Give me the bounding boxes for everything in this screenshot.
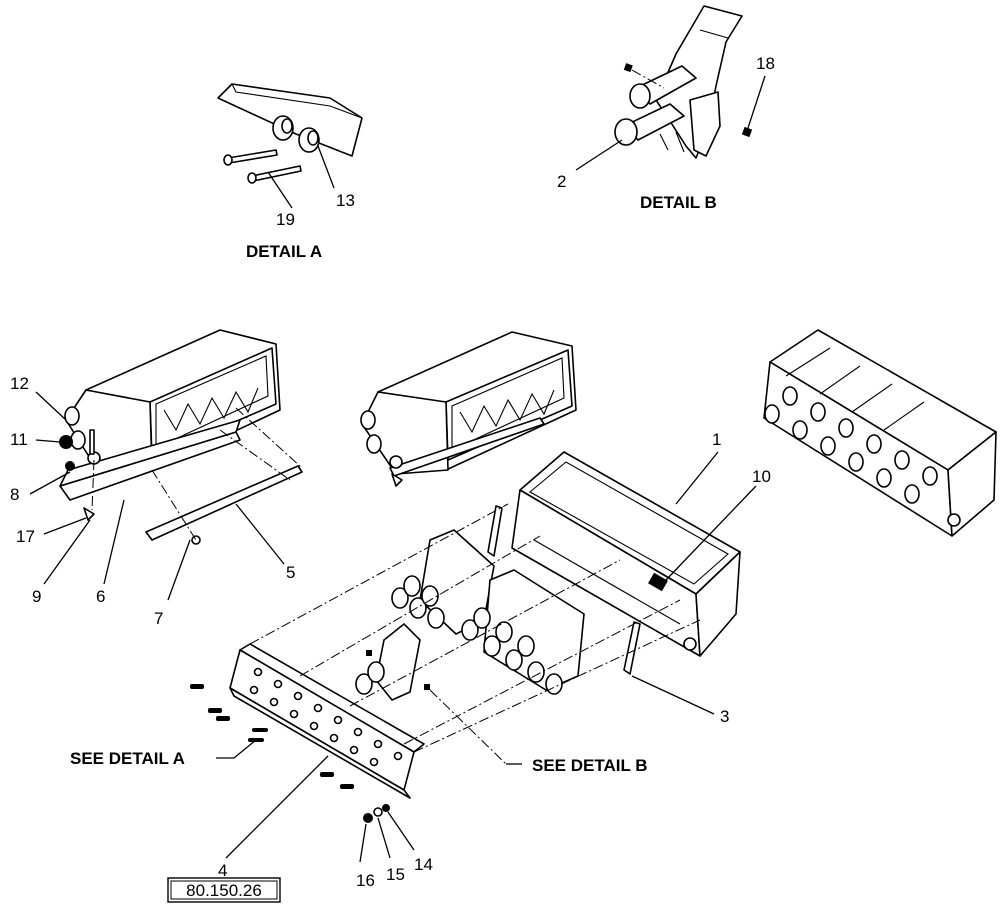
callout-15: 15	[386, 865, 405, 884]
callout-13: 13	[336, 191, 355, 210]
callout-17: 17	[16, 527, 35, 546]
callout-3: 3	[720, 707, 729, 726]
see-detail-b: SEE DETAIL B	[532, 756, 648, 775]
left-leaders	[29, 391, 285, 601]
detail-a-title: DETAIL A	[246, 242, 322, 261]
callout-7: 7	[154, 609, 163, 628]
right-spout-rows	[764, 386, 938, 504]
callout-6: 6	[96, 587, 105, 606]
detail-b: 18 2 DETAIL B	[557, 5, 775, 212]
see-detail-a: SEE DETAIL A	[70, 749, 185, 768]
page-ref: 80.150.26	[186, 881, 262, 900]
right-housing-assembly	[763, 329, 997, 537]
callout-14: 14	[414, 855, 433, 874]
callout-10: 10	[752, 467, 771, 486]
callout-11: 11	[10, 430, 28, 449]
callout-12: 12	[10, 374, 29, 393]
callout-1: 1	[712, 430, 721, 449]
detail-a: 19 13 DETAIL A	[217, 83, 363, 261]
callout-9: 9	[32, 587, 41, 606]
callout-5: 5	[286, 563, 295, 582]
bar-4	[190, 643, 425, 823]
callout-16: 16	[356, 871, 375, 890]
phantom-lines	[249, 503, 701, 753]
bar-4-fasteners	[190, 684, 390, 823]
bar-4-holes	[249, 667, 403, 767]
spout-assemblies	[355, 529, 585, 701]
callout-2: 2	[557, 172, 566, 191]
callout-8: 8	[10, 485, 19, 504]
page-ref-box: 80.150.26	[167, 877, 281, 903]
callout-18: 18	[756, 54, 775, 73]
detail-b-title: DETAIL B	[640, 193, 717, 212]
callout-4: 4	[218, 861, 227, 880]
housing-1	[487, 451, 741, 675]
middle-housing-assembly	[360, 331, 577, 487]
callout-19: 19	[276, 210, 295, 229]
left-housing-assembly	[59, 329, 303, 545]
